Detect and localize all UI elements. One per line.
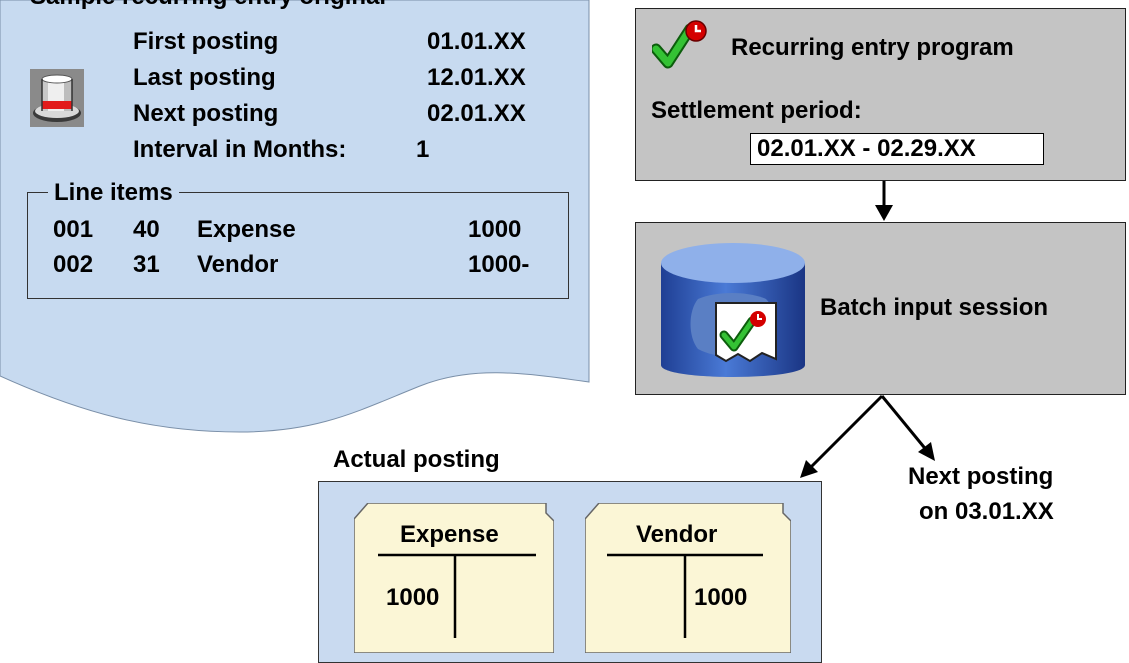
t-account-credit: 1000 <box>694 584 748 611</box>
next-posting-label: Next posting <box>133 100 279 127</box>
arrow-program-to-batch <box>875 180 893 221</box>
t-account-name: Expense <box>400 521 499 548</box>
first-posting-label: First posting <box>133 28 279 55</box>
arrow-batch-to-next <box>880 395 935 461</box>
settlement-period-value: 02.01.XX - 02.29.XX <box>757 135 976 162</box>
actual-posting-title: Actual posting <box>333 446 500 473</box>
top-hat-icon <box>30 69 84 127</box>
last-posting-label: Last posting <box>133 64 276 91</box>
t-account-name: Vendor <box>636 521 718 548</box>
recurring-document-shape <box>0 0 590 433</box>
interval-label: Interval in Months: <box>133 136 347 163</box>
arrow-batch-to-actual <box>800 394 884 478</box>
line-item-account: Vendor <box>197 251 279 278</box>
line-items-frame <box>27 192 569 299</box>
interval-value: 1 <box>416 136 430 163</box>
line-items-title: Line items <box>48 181 179 205</box>
t-account-vendor: Vendor 1000 <box>585 503 791 653</box>
recurring-document: Sample recurring entry original First po… <box>0 0 589 432</box>
t-account-expense: Expense 1000 <box>354 503 554 653</box>
actual-posting-box: Expense 1000 Vendor 1000 <box>318 481 822 663</box>
batch-input-session-box: Batch input session <box>635 222 1126 395</box>
first-posting-value: 01.01.XX <box>427 28 526 55</box>
line-item-number: 001 <box>53 216 94 243</box>
line-item-amount: 1000 <box>468 216 522 243</box>
line-item-posting-key: 31 <box>133 251 160 278</box>
line-item-number: 002 <box>53 251 94 278</box>
next-posting-line1: Next posting <box>908 463 1054 490</box>
t-account-debit: 1000 <box>386 584 440 611</box>
settlement-period-label: Settlement period: <box>651 97 862 124</box>
program-title: Recurring entry program <box>731 34 1014 61</box>
next-posting-line2: on 03.01.XX <box>919 498 1054 525</box>
next-posting-value: 02.01.XX <box>427 100 526 127</box>
database-icon <box>658 239 808 389</box>
last-posting-value: 12.01.XX <box>427 64 526 91</box>
line-item-account: Expense <box>197 216 296 243</box>
document-title-partial: Sample recurring entry original <box>30 0 386 9</box>
batch-session-title: Batch input session <box>820 294 1049 321</box>
line-item-amount: 1000- <box>468 251 530 278</box>
checkmark-clock-icon <box>650 19 708 71</box>
line-item-posting-key: 40 <box>133 216 160 243</box>
settlement-period-box <box>750 133 1044 165</box>
